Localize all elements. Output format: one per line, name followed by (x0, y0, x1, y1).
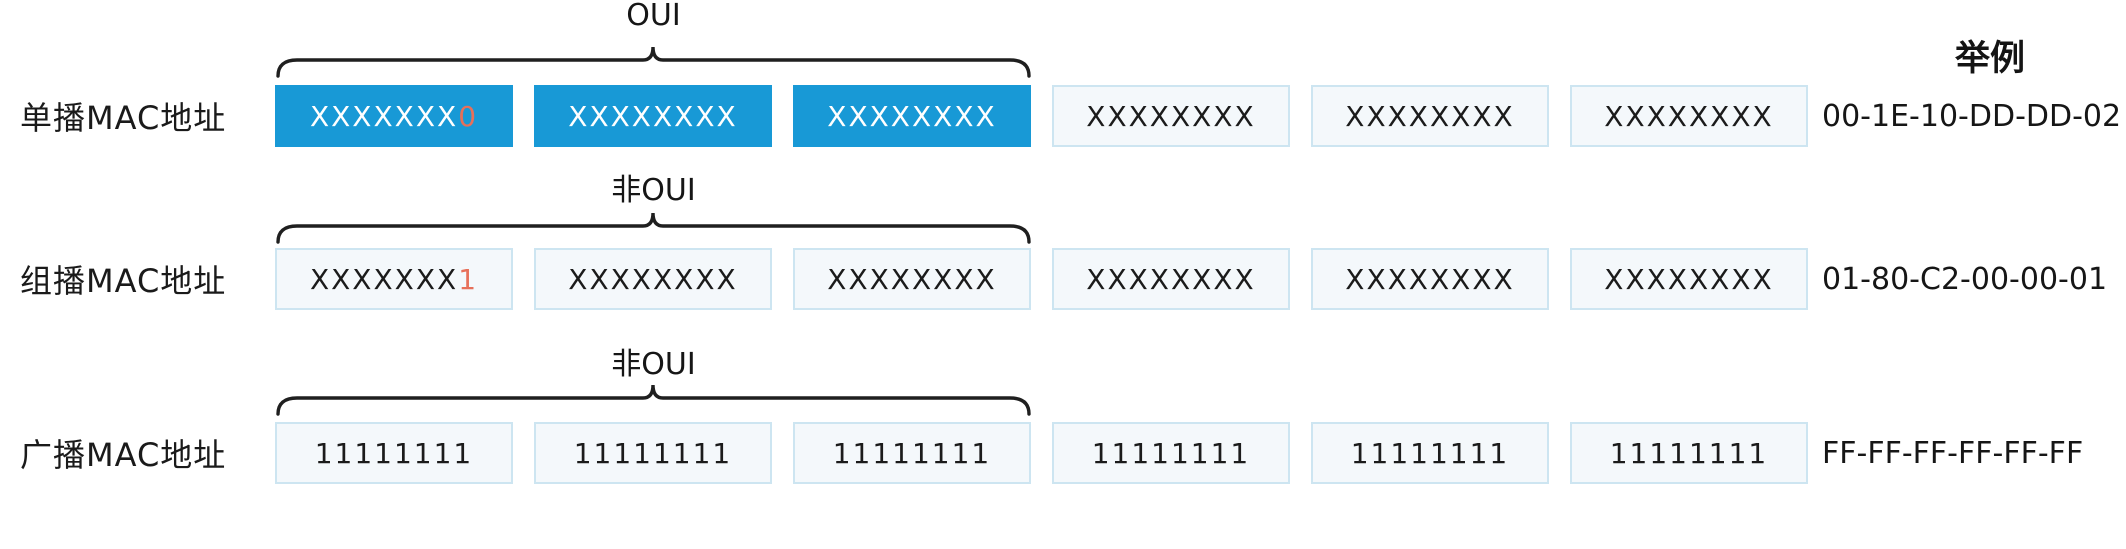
octet-bits: XXXXXXXX (568, 99, 738, 133)
non-oui-brace-broadcast (275, 382, 1032, 416)
flag-bit: 1 (458, 262, 479, 296)
octet-bits: XXXXXXX (309, 99, 459, 133)
non-oui-brace-multicast (275, 210, 1032, 244)
octet-bits: XXXXXXXX (1345, 99, 1515, 133)
top-brace-shape (276, 384, 1031, 416)
octet-box: 11111111 (534, 422, 772, 484)
row-label-multicast: 组播MAC地址 (20, 262, 227, 300)
octet-bits: XXXXXXX (309, 262, 459, 296)
octet-bits: XXXXXXXX (568, 262, 738, 296)
octet-box: XXXXXXXX (793, 248, 1031, 310)
oui-brace (275, 44, 1032, 78)
octet-box: XXXXXXXX (1311, 248, 1549, 310)
row-label-unicast: 单播MAC地址 (20, 99, 227, 137)
octet-box: 11111111 (1570, 422, 1808, 484)
octet-box: XXXXXXXX (793, 85, 1031, 147)
row-broadcast-mac: 广播MAC地址 11111111 11111111 11111111 11111… (0, 422, 2126, 484)
octet-box: XXXXXXXX (1052, 85, 1290, 147)
example-address-broadcast: FF-FF-FF-FF-FF-FF (1822, 435, 2084, 471)
octet-box: XXXXXXXX (534, 85, 772, 147)
top-brace-shape (276, 46, 1031, 78)
octet-box: XXXXXXXX (1052, 248, 1290, 310)
octet-bits: XXXXXXXX (1345, 262, 1515, 296)
octet-bits: XXXXXXXX (827, 262, 997, 296)
octet-box: 11111111 (1052, 422, 1290, 484)
octet-bits: XXXXXXXX (827, 99, 997, 133)
octet-box: XXXXXXXX (534, 248, 772, 310)
octet-box: 11111111 (793, 422, 1031, 484)
example-address-unicast: 00-1E-10-DD-DD-02 (1822, 98, 2122, 134)
row-label-broadcast: 广播MAC地址 (20, 436, 227, 474)
octet-boxes-broadcast: 11111111 11111111 11111111 11111111 1111… (275, 422, 1808, 484)
octet-bits: XXXXXXXX (1086, 99, 1256, 133)
octet-box: XXXXXXXX (1570, 85, 1808, 147)
octet-box: XXXXXXXX (1570, 248, 1808, 310)
octet-box: 11111111 (1311, 422, 1549, 484)
octet-bits: 11111111 (1350, 436, 1510, 470)
brace-label-non-oui-multicast: 非OUI (611, 173, 696, 208)
octet-bits: 11111111 (573, 436, 733, 470)
example-address-multicast: 01-80-C2-00-00-01 (1822, 261, 2108, 297)
octet-bits: XXXXXXXX (1604, 99, 1774, 133)
octet-bits: 11111111 (314, 436, 474, 470)
octet-box: 11111111 (275, 422, 513, 484)
brace-label-non-oui-broadcast: 非OUI (611, 347, 696, 382)
brace-label-oui: OUI (626, 0, 681, 33)
example-column-header: 举例 (1954, 39, 2025, 79)
octet-box: XXXXXXXX (1311, 85, 1549, 147)
flag-bit: 0 (458, 99, 479, 133)
octet-bits: 11111111 (832, 436, 992, 470)
octet-bits: XXXXXXXX (1604, 262, 1774, 296)
octet-bits: 11111111 (1609, 436, 1769, 470)
top-brace-shape (276, 212, 1031, 244)
octet-bits: 11111111 (1091, 436, 1251, 470)
octet-bits: XXXXXXXX (1086, 262, 1256, 296)
